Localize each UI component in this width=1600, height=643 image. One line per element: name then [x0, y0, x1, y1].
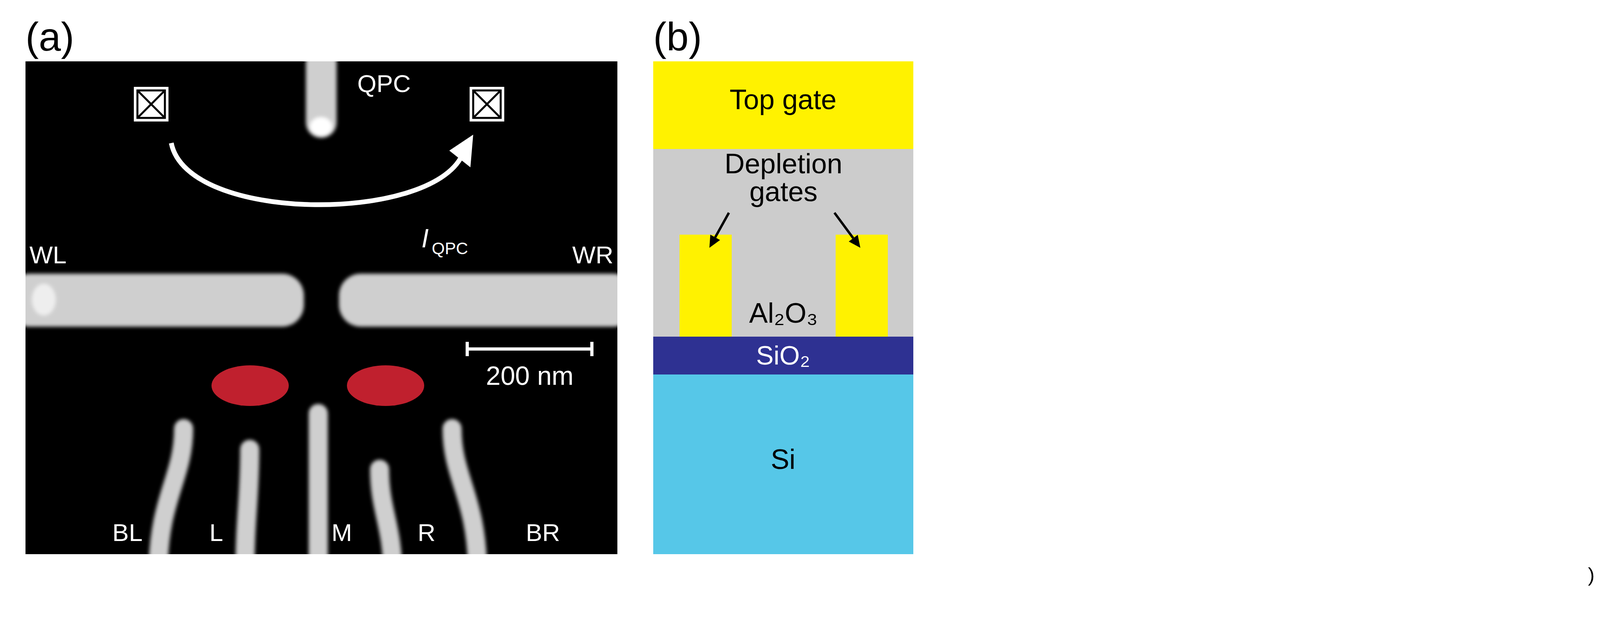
gate-label: BL [112, 518, 143, 547]
layer-label: Depletion gates [707, 149, 860, 206]
gate-label: WR [572, 241, 614, 269]
arrow-head [848, 235, 861, 248]
wall-gate-left [25, 273, 304, 327]
panel-label: (b) [653, 14, 702, 59]
substrate-layer: Si [653, 374, 914, 555]
gate-label: M [331, 518, 353, 547]
gate-label: L [209, 518, 224, 547]
layer-label: Si [703, 444, 863, 475]
gate-finger [308, 413, 328, 555]
current-subscript: QPC [431, 239, 469, 258]
contact-symbol [469, 86, 505, 122]
arrow-head [709, 234, 721, 248]
depletion-gate [835, 234, 888, 337]
gate-label: WL [29, 241, 67, 269]
top-gate-layer: Top gate [653, 61, 914, 149]
gate-label: QPC [357, 70, 411, 98]
contact-symbol [133, 86, 169, 122]
gate-highlight [309, 117, 333, 137]
leader-line [715, 212, 729, 238]
gate-label: R [417, 518, 436, 547]
quantum-dot [211, 365, 289, 406]
current-symbol: I [421, 223, 429, 253]
layer-label: Top gate [671, 84, 895, 116]
oxide-layer: Depletion gatesAl₂O₃ [653, 148, 914, 337]
gate-finger [158, 428, 184, 555]
depletion-gate [679, 234, 732, 337]
panel-label: (a) [25, 14, 75, 59]
stray-mark: ) [1588, 564, 1595, 586]
scale-bar [467, 341, 592, 357]
gate-finger [379, 469, 393, 555]
scale-label: 200 nm [485, 361, 574, 391]
wall-gate-right [338, 273, 618, 327]
current-arrow [171, 142, 463, 205]
layer-label: Al₂O₃ [733, 297, 834, 329]
layer-label: SiO₂ [703, 340, 863, 371]
leader-line [834, 212, 854, 239]
sio2-layer: SiO₂ [653, 336, 914, 375]
gate-finger [244, 449, 250, 555]
gate-finger [452, 428, 478, 555]
quantum-dot [346, 365, 425, 406]
gate-label: BR [525, 518, 561, 547]
gate-highlight [31, 283, 56, 316]
qpc-gate [305, 61, 337, 138]
arrow-head [449, 134, 474, 168]
